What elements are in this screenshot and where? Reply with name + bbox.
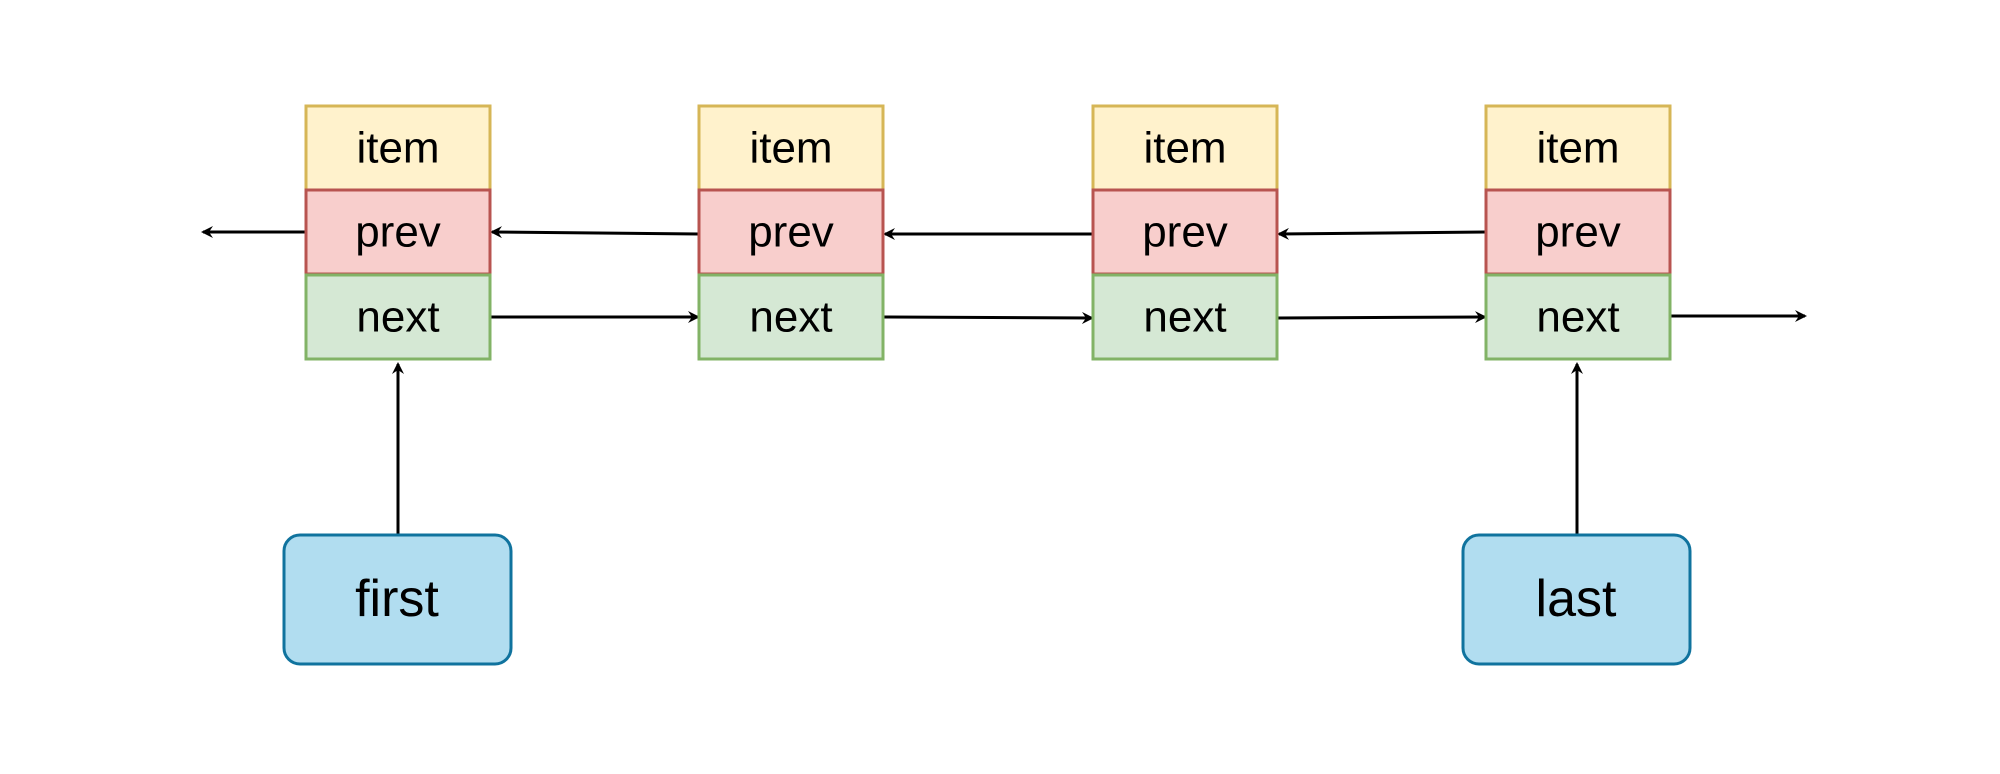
next-link-2-to-3 <box>883 311 1094 324</box>
item-cell-label: item <box>749 124 832 173</box>
next-cell: next <box>1484 273 1672 361</box>
next-cell: next <box>304 273 492 361</box>
last-pointer-rect <box>1461 533 1692 666</box>
item-cell: item <box>1484 104 1672 192</box>
next-cell-rect <box>304 273 492 361</box>
prev-link-4-to-3 <box>1277 227 1487 240</box>
next-cell-label: next <box>356 293 439 342</box>
item-cell-label: item <box>1536 124 1619 173</box>
last-pointer-box: last <box>1461 533 1692 666</box>
next-links <box>491 310 1807 324</box>
next-cell: next <box>697 273 885 361</box>
prev-cell-rect <box>1091 188 1279 276</box>
list-node-2: item prev next <box>697 104 885 361</box>
item-cell: item <box>1091 104 1279 192</box>
next-cell-label: next <box>1536 293 1619 342</box>
item-cell: item <box>697 104 885 192</box>
item-cell-rect <box>304 104 492 192</box>
prev-links <box>201 226 1487 240</box>
nodes: itemprevnextitemprevnextitemprevnextitem… <box>304 104 1672 361</box>
prev-cell-label: prev <box>1142 208 1228 257</box>
prev-cell: prev <box>1484 188 1672 276</box>
first-pointer-rect <box>282 533 513 666</box>
prev-cell: prev <box>304 188 492 276</box>
item-cell-rect <box>1484 104 1672 192</box>
item-cell-rect <box>1091 104 1279 192</box>
prev-cell: prev <box>697 188 885 276</box>
next-cell-rect <box>1091 273 1279 361</box>
next-link-3-to-4 <box>1277 311 1487 324</box>
prev-link-2-to-1 <box>490 226 700 239</box>
prev-cell: prev <box>1091 188 1279 276</box>
next-cell-label: next <box>749 293 832 342</box>
item-cell: item <box>304 104 492 192</box>
last-pointer-label: last <box>1536 570 1617 628</box>
next-cell: next <box>1091 273 1279 361</box>
list-node-4: item prev next <box>1484 104 1672 361</box>
list-node-1: item prev next <box>304 104 492 361</box>
prev-cell-rect <box>697 188 885 276</box>
item-cell-label: item <box>1143 124 1226 173</box>
next-cell-rect <box>697 273 885 361</box>
prev-cell-label: prev <box>355 208 441 257</box>
first-pointer-box: first <box>282 533 513 666</box>
next-cell-rect <box>1484 273 1672 361</box>
list-node-3: item prev next <box>1091 104 1279 361</box>
item-cell-rect <box>697 104 885 192</box>
prev-cell-label: prev <box>1535 208 1621 257</box>
next-cell-label: next <box>1143 293 1226 342</box>
first-pointer-label: first <box>355 570 439 628</box>
item-cell-label: item <box>356 124 439 173</box>
pointer-links <box>392 362 1583 534</box>
prev-cell-label: prev <box>748 208 834 257</box>
